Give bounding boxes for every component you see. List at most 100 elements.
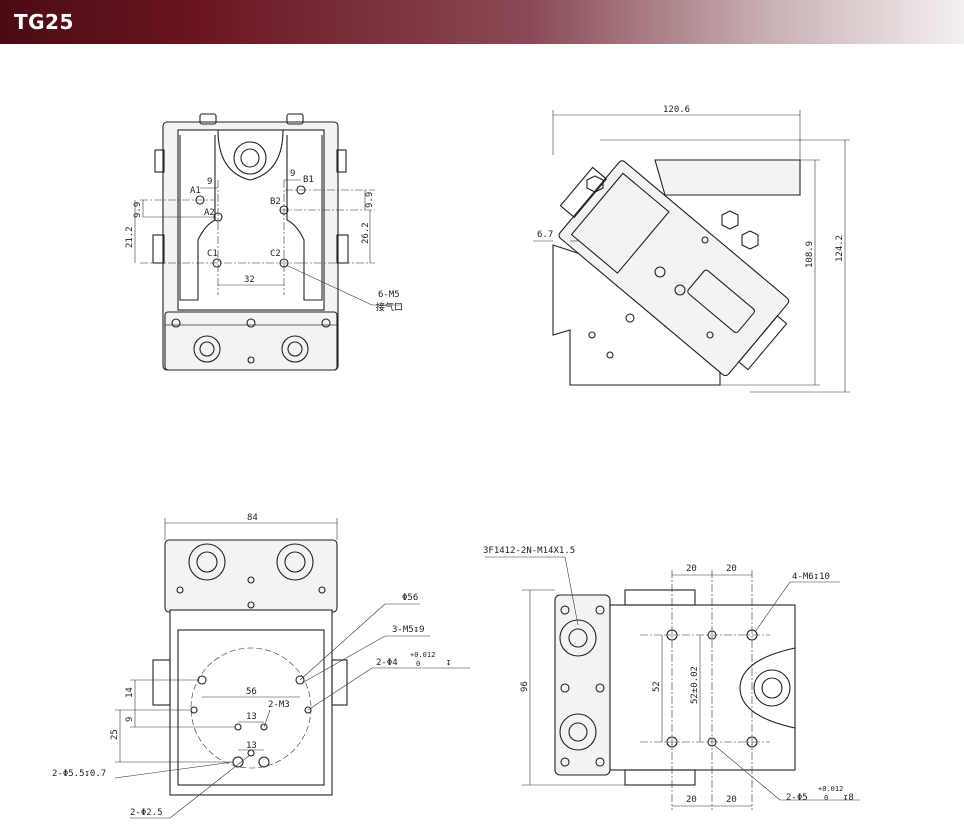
fitting-core [568,722,588,742]
screw [674,284,686,296]
side-boss [336,149,347,173]
pin-hole [190,706,198,714]
dim-13-a: 13 [246,712,257,722]
inner-pocket [177,629,325,786]
leader-line [114,761,234,779]
title-banner: TG25 [0,0,964,44]
top-ear [286,113,304,125]
dim-120-6: 120.6 [663,105,690,115]
screw [606,351,614,359]
side-boss [152,659,171,706]
tol-5-upper: +0.012 [818,785,843,793]
dim-124-2: 124.2 [835,235,845,262]
m6-hole [666,736,678,748]
screw [588,331,596,339]
leader-line [299,603,386,681]
leader-line [285,264,373,306]
fitting [193,335,221,363]
phi5-5-hole [258,756,270,768]
leader-line [263,709,271,728]
top-cover [164,539,338,613]
dim-52: 52 [652,681,662,692]
inner-face [177,129,325,311]
dim-20-top-a: 20 [686,564,697,574]
port-label-a2: A2 [204,208,215,218]
dim-9: 9 [125,717,135,722]
dim-20-bot-a: 20 [686,795,697,805]
dim-9-b: 9 [290,169,295,179]
m5-hole [295,675,305,685]
dim-32: 32 [244,275,255,285]
side-boss [331,659,348,706]
dim-13-b: 13 [246,741,257,751]
screw [318,586,326,594]
hex-nut [721,210,739,230]
dim-56: 56 [246,687,257,697]
fitting [276,543,314,581]
end-plate [738,315,788,371]
screw [560,683,570,693]
dim-14: 14 [125,687,135,698]
hex-nut [586,175,604,193]
label-2-phi4: 2-Φ4 [376,658,398,668]
leader-line [564,556,579,626]
leader-line [307,667,373,711]
screw [654,266,666,278]
screw [321,318,331,328]
main-body [169,609,333,796]
label-phi56: Φ56 [402,593,418,603]
leader-line [754,581,791,633]
leader-line [301,635,386,684]
bottom-boss [624,769,696,786]
screw [560,757,570,767]
slot [687,269,755,334]
dim-20-top-b: 20 [726,564,737,574]
callout-port: 接气口 [376,301,403,313]
pin-hole [304,706,312,714]
label-2-m3: 2-M3 [268,700,290,710]
main-body [609,604,796,771]
dim-25: 25 [110,729,120,740]
piston-window [217,129,284,181]
piston-boss [233,141,267,175]
fitting [188,543,226,581]
piston-ring [753,669,791,707]
rotated-body [558,160,790,377]
side-boss [336,234,349,264]
fitting-core [568,628,588,648]
fitting-core [199,341,215,357]
fitting-block [559,166,608,219]
left-jaw [179,135,216,301]
screw [560,605,570,615]
screw [171,318,181,328]
dim-52-tol: 52±0.02 [690,666,700,704]
callout-thread: 6-M5 [378,290,400,300]
tol-5-lower: 0 [824,794,828,802]
fitting-label: 3F1412-2N-M14X1.5 [483,546,575,556]
top-ear [199,113,217,125]
tol-4-lower: 0 [416,660,420,668]
dim-9-9-left: 9.9 [133,202,143,218]
port-label-b1: B1 [303,175,314,185]
port-label-c2: C2 [270,249,281,259]
tol-5-depth: ↧8 [843,793,854,803]
page-title: TG25 [14,10,74,34]
bottom-right-view: 3F1412-2N-M14X1.5 20 20 20 20 4-M6↧10 96… [483,546,860,810]
leader-line [713,744,781,801]
fitting-core [284,551,306,573]
screw [176,586,184,594]
dim-21-2: 21.2 [125,226,135,248]
side-boss [152,234,165,264]
bottom-left-view: 84 56 13 13 2-M3 Φ56 3-M5↧9 2-Φ4 +0.012 … [52,513,470,819]
top-right-view: 120.6 6.7 108.9 124.2 [533,105,850,393]
screw [247,601,255,609]
tol-4-depth: ↧ [446,658,451,668]
fitting [281,335,309,363]
screw [701,236,709,244]
tol-4-upper: +0.012 [410,651,435,659]
side-boss [154,149,165,173]
label-2-phi5-5: 2-Φ5.5↧0.7 [52,769,106,779]
dim-108-9: 108.9 [805,241,815,268]
dim-9-9-right: 9.9 [365,192,375,208]
